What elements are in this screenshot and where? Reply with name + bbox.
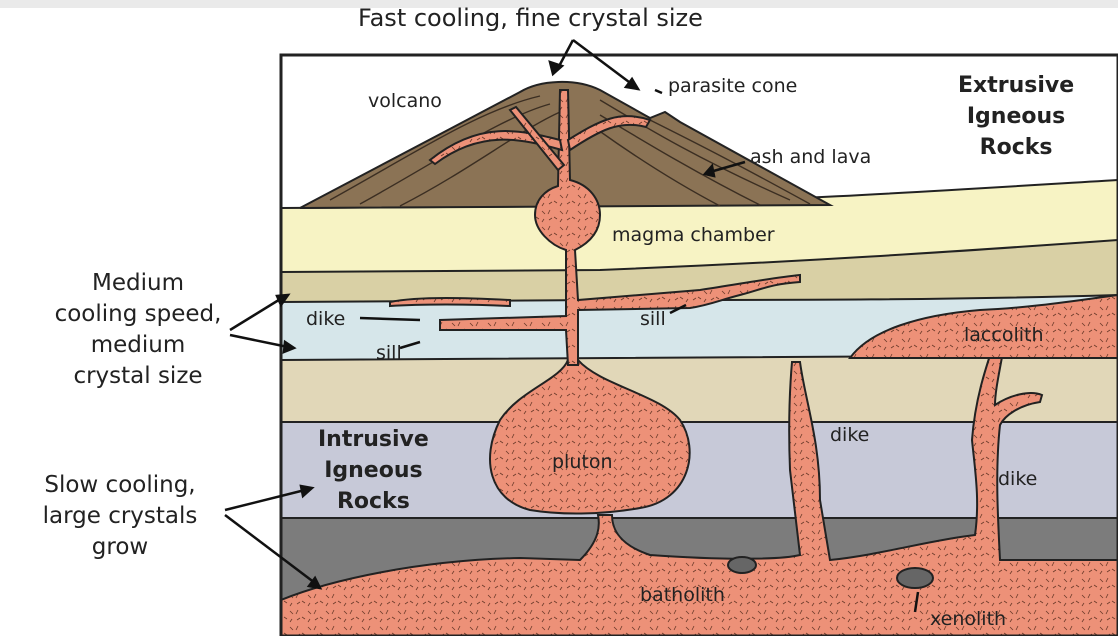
dike-mid-label: dike: [830, 424, 869, 446]
extrusive-label: Extrusive Igneous Rocks: [958, 70, 1074, 163]
sill-right-label: sill: [640, 308, 666, 330]
medium-line-1: Medium: [28, 268, 248, 299]
slow-line-3: grow: [10, 532, 230, 563]
xenolith-label: xenolith: [930, 608, 1006, 630]
intrusive-line-1: Intrusive: [318, 424, 429, 455]
medium-cooling-label: Medium cooling speed, medium crystal siz…: [28, 268, 248, 392]
extrusive-line-2: Igneous: [958, 101, 1074, 132]
ash-and-lava-label: ash and lava: [750, 146, 871, 168]
slow-cooling-label: Slow cooling, large crystals grow: [10, 470, 230, 563]
extrusive-line-3: Rocks: [958, 132, 1074, 163]
laccolith-label: laccolith: [964, 324, 1044, 346]
sill-left-label: sill: [376, 342, 402, 364]
intrusive-line-3: Rocks: [318, 486, 429, 517]
volcano-label: volcano: [368, 90, 442, 112]
top-caption: Fast cooling, fine crystal size: [358, 4, 703, 32]
pluton-label: pluton: [552, 451, 613, 473]
xenolith-rock-2: [897, 568, 933, 588]
parasite-cone-label: parasite cone: [668, 75, 797, 97]
intrusive-line-2: Igneous: [318, 455, 429, 486]
dike-left-label: dike: [306, 308, 345, 330]
extrusive-line-1: Extrusive: [958, 70, 1074, 101]
slow-line-1: Slow cooling,: [10, 470, 230, 501]
dike-right-label: dike: [998, 468, 1037, 490]
magma-chamber-label: magma chamber: [612, 224, 775, 246]
medium-line-3: medium: [28, 330, 248, 361]
batholith-label: batholith: [640, 584, 725, 606]
intrusive-label: Intrusive Igneous Rocks: [318, 424, 429, 517]
slow-line-2: large crystals: [10, 501, 230, 532]
medium-line-2: cooling speed,: [28, 299, 248, 330]
medium-line-4: crystal size: [28, 361, 248, 392]
xenolith-rock: [728, 557, 756, 573]
